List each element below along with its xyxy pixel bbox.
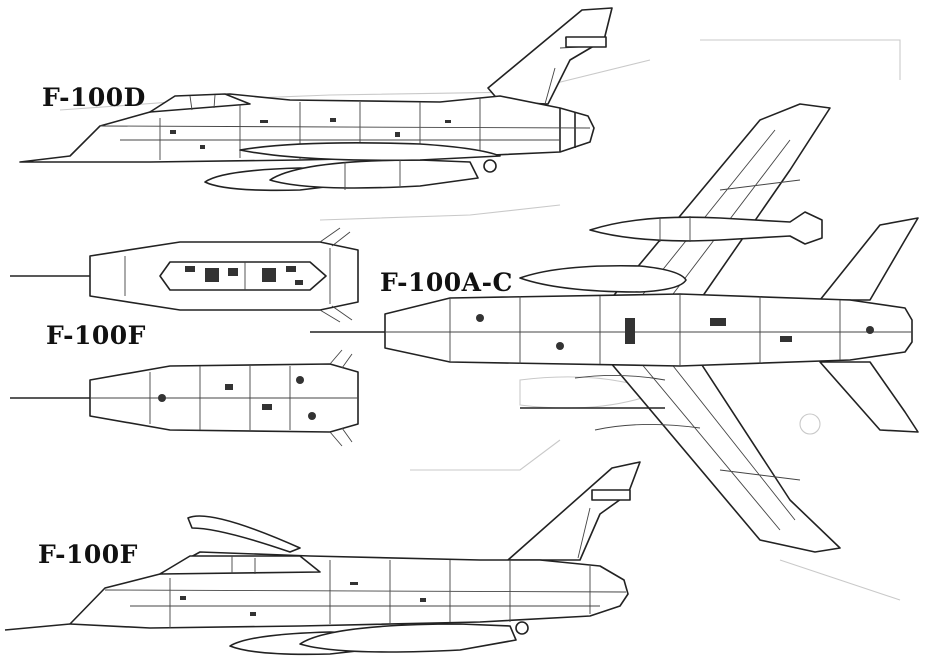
label-f100f-bottom: F-100F	[38, 540, 138, 569]
label-f100ac: F-100A-C	[380, 268, 513, 297]
f100ac-plan-view	[310, 103, 919, 553]
f100f-side-view	[4, 461, 641, 656]
f100f-underside-view	[10, 349, 359, 447]
label-f100d: F-100D	[42, 83, 146, 112]
f100d-side-view	[19, 7, 613, 192]
label-f100f-top: F-100F	[46, 321, 146, 350]
f100f-top-view	[10, 227, 359, 323]
